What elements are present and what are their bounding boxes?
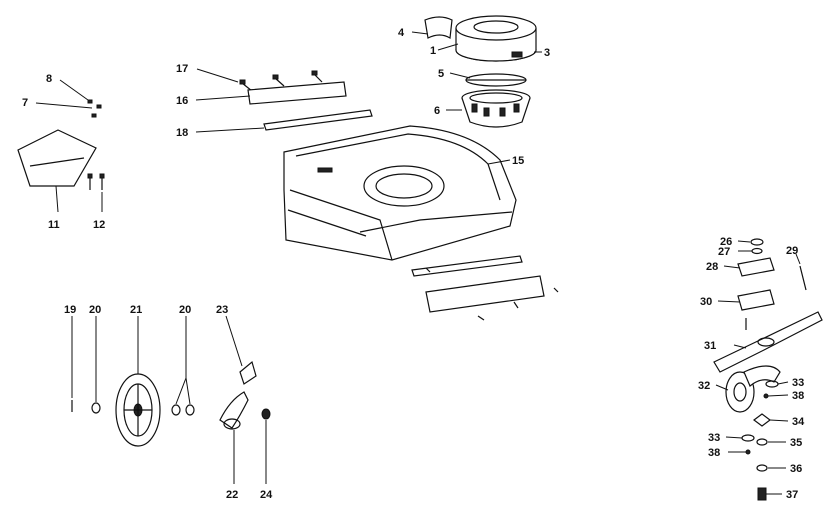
callout-1: 1	[430, 45, 436, 57]
callout-20-left: 20	[89, 304, 101, 316]
wheel	[115, 373, 161, 447]
callout-5: 5	[438, 68, 444, 80]
callout-24: 24	[260, 489, 273, 501]
small-hardware	[87, 99, 105, 190]
blade-adapter-stack	[737, 238, 807, 311]
mower-deck-housing	[283, 125, 517, 261]
callout-19: 19	[64, 304, 76, 316]
callout-21: 21	[130, 304, 142, 316]
air-cleaner-basket	[461, 89, 531, 128]
callout-28: 28	[706, 261, 718, 273]
callout-34: 34	[792, 416, 805, 428]
callout-38-lower: 38	[708, 447, 720, 459]
callout-26: 26	[720, 236, 732, 248]
callout-33-upper: 33	[792, 377, 804, 389]
callout-35: 35	[790, 437, 802, 449]
callout-3: 3	[544, 47, 550, 59]
deflector-plate	[17, 129, 97, 187]
callout-32: 32	[698, 380, 710, 392]
cutting-blade	[713, 311, 823, 373]
bolt-set	[239, 70, 323, 92]
blade-adapter	[725, 365, 781, 413]
callout-23: 23	[216, 304, 228, 316]
callout-33-lower: 33	[708, 432, 720, 444]
grass-bag-clip	[424, 16, 453, 39]
callout-29: 29	[786, 245, 798, 257]
wheel-washers	[91, 402, 195, 416]
leader-lines	[35, 31, 801, 495]
callout-4: 4	[398, 27, 405, 39]
callout-37: 37	[786, 489, 798, 501]
callout-16: 16	[176, 95, 188, 107]
callout-30: 30	[700, 296, 712, 308]
height-adjuster	[219, 360, 257, 430]
callout-6: 6	[434, 105, 440, 117]
callout-36: 36	[790, 463, 802, 475]
engine-shroud	[455, 15, 537, 62]
hinge-rod	[263, 109, 373, 131]
callout-11: 11	[48, 219, 60, 231]
lower-deflector-strip	[411, 255, 559, 321]
callout-7: 7	[22, 97, 28, 109]
callout-31: 31	[704, 340, 716, 352]
callout-17: 17	[176, 63, 188, 75]
callout-12: 12	[93, 219, 105, 231]
deflector-strip	[247, 81, 347, 105]
spacer-ring	[465, 73, 527, 87]
callout-15: 15	[512, 155, 524, 167]
callout-38-upper: 38	[792, 390, 804, 402]
callout-22: 22	[226, 489, 238, 501]
callout-20-right: 20	[179, 304, 191, 316]
callout-27: 27	[718, 246, 730, 258]
adjuster-nut	[261, 408, 271, 420]
callout-18: 18	[176, 127, 188, 139]
callout-8: 8	[46, 73, 52, 85]
